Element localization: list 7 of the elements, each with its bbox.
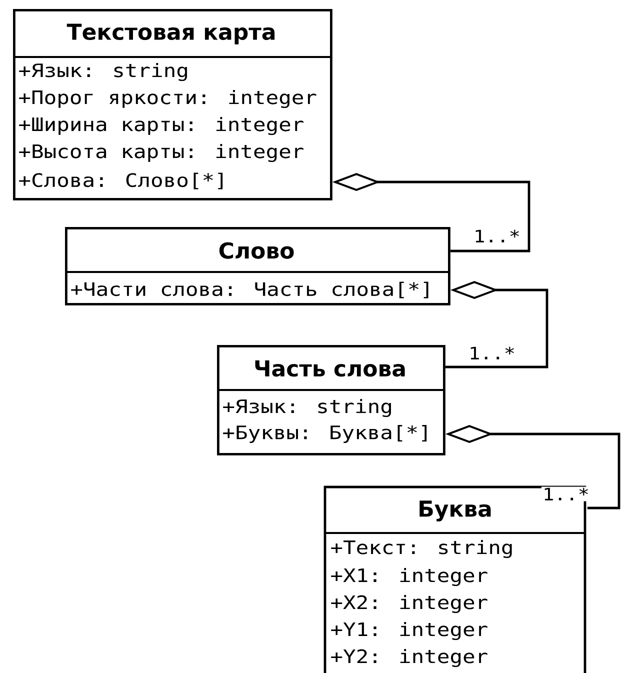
multiplicity-label: 1..* xyxy=(472,228,522,244)
class-box: Текстовая карта +Язык: string +Порог яркости: integer +Ширина карты: integer +Высота карты: integer +Слова: Слово[*] xyxy=(13,9,332,200)
multiplicity-label: 1..* xyxy=(467,346,517,360)
multiplicity-label: 1..* xyxy=(541,486,591,502)
aggregation-line xyxy=(445,281,548,368)
class-box: Слово +Части слова: Часть слова[*] xyxy=(65,227,450,306)
class-box: Часть слова +Язык: string +Буквы: Буква[*] xyxy=(217,345,446,456)
